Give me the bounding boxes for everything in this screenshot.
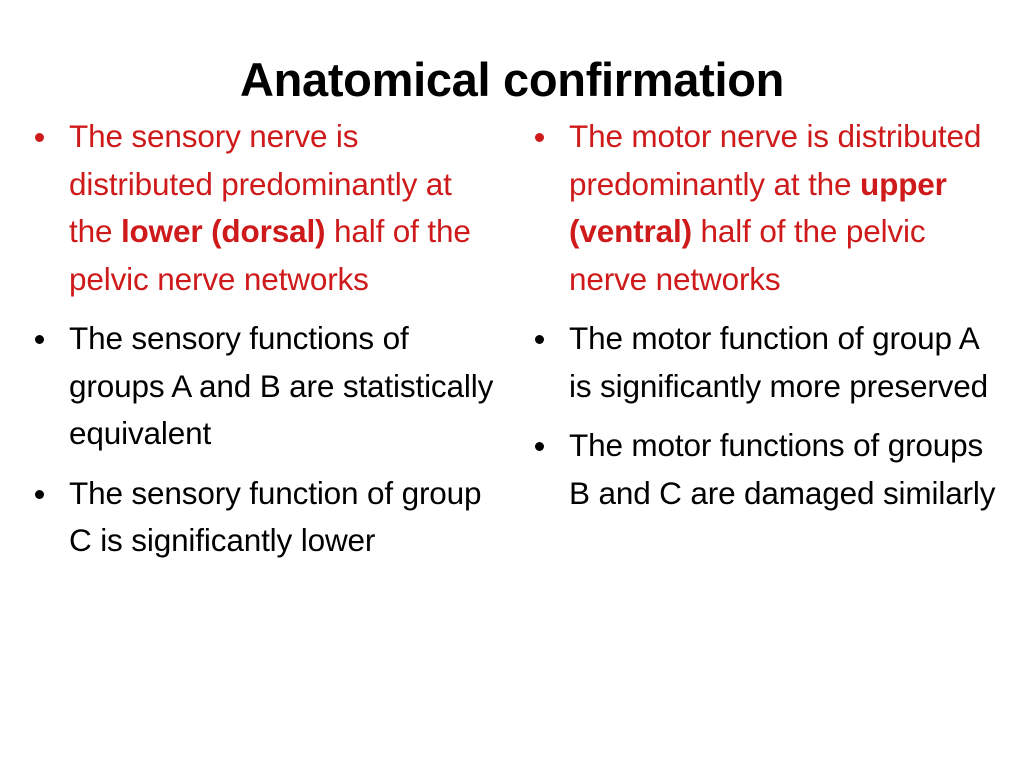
list-item: The motor function of group A is signifi… xyxy=(526,315,1002,410)
motor-bullet-list: The motor nerve is distributed predomina… xyxy=(526,113,1002,517)
motor-column: The motor nerve is distributed predomina… xyxy=(512,113,1024,517)
list-item: The motor nerve is distributed predomina… xyxy=(526,113,1002,303)
slide-body: The sensory nerve is distributed predomi… xyxy=(0,113,1024,565)
list-item-text: The motor functions of groups B and C ar… xyxy=(569,422,1002,517)
list-item-text: The motor nerve is distributed predomina… xyxy=(569,113,1002,303)
body-text: The sensory function of group C is signi… xyxy=(69,474,482,559)
list-item-text: The sensory functions of groups A and B … xyxy=(69,315,494,458)
body-text: The sensory functions of groups A and B … xyxy=(69,320,494,451)
list-item: The motor functions of groups B and C ar… xyxy=(526,422,1002,517)
list-item: The sensory function of group C is signi… xyxy=(26,470,494,565)
list-item: The sensory nerve is distributed predomi… xyxy=(26,113,494,303)
body-text: The motor nerve is distributed predomina… xyxy=(569,118,982,202)
emphasis-text: upper (ventral) xyxy=(569,165,947,250)
list-item-text: The sensory function of group C is signi… xyxy=(69,470,494,565)
emphasis-text: lower (dorsal) xyxy=(120,213,326,249)
list-item: The sensory functions of groups A and B … xyxy=(26,315,494,458)
sensory-bullet-list: The sensory nerve is distributed predomi… xyxy=(26,113,494,565)
list-item-text: The sensory nerve is distributed predomi… xyxy=(69,113,494,303)
body-text: The sensory nerve is distributed predomi… xyxy=(69,118,452,249)
body-text: The motor functions of groups B and C ar… xyxy=(569,427,996,511)
body-text: The motor function of group A is signifi… xyxy=(569,320,989,404)
sensory-column: The sensory nerve is distributed predomi… xyxy=(0,113,512,565)
list-item-text: The motor function of group A is signifi… xyxy=(569,315,1002,410)
body-text: half of the pelvic nerve networks xyxy=(569,213,926,297)
page-title: Anatomical confirmation xyxy=(239,53,785,107)
body-text: half of the pelvic nerve networks xyxy=(69,213,471,297)
